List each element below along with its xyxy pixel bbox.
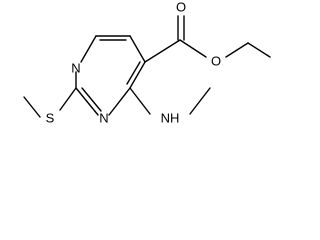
bond-nh-to-methyl bbox=[189, 87, 211, 115]
bond-ring-n-bottom-to-c2 bbox=[75, 87, 99, 116]
bond-ring-c4-c4b-double bbox=[126, 61, 141, 85]
chemical-structure-diagram: N N S O O NH bbox=[23, 0, 271, 125]
bond-ring-n-top-to-c6 bbox=[80, 35, 97, 63]
bond-ring-c2-n-bottom-double bbox=[81, 87, 102, 112]
bond-ring-c4b-to-n-bottom bbox=[108, 87, 131, 116]
bond-carbonyl-to-ester-o bbox=[179, 39, 207, 58]
bond-ring-c4-to-c4b bbox=[129, 61, 146, 89]
ring-nitrogen-top-label: N bbox=[71, 60, 80, 75]
ester-oxygen-label: O bbox=[211, 53, 221, 68]
bond-s-to-methyl bbox=[23, 96, 41, 118]
sulfur-label: S bbox=[46, 110, 55, 125]
amine-nh-label: NH bbox=[161, 110, 180, 125]
carbonyl-oxygen-label: O bbox=[176, 0, 186, 14]
bond-c4-to-carbonyl bbox=[144, 39, 181, 63]
bond-c2-to-s bbox=[59, 87, 77, 111]
bond-c4b-to-nh bbox=[129, 87, 151, 115]
bond-ester-o-to-ch2 bbox=[225, 42, 249, 58]
ring-nitrogen-bottom-label: N bbox=[99, 110, 108, 125]
bond-ch2-to-ch3 bbox=[247, 42, 271, 58]
bond-ring-c5-to-c4 bbox=[129, 35, 146, 63]
